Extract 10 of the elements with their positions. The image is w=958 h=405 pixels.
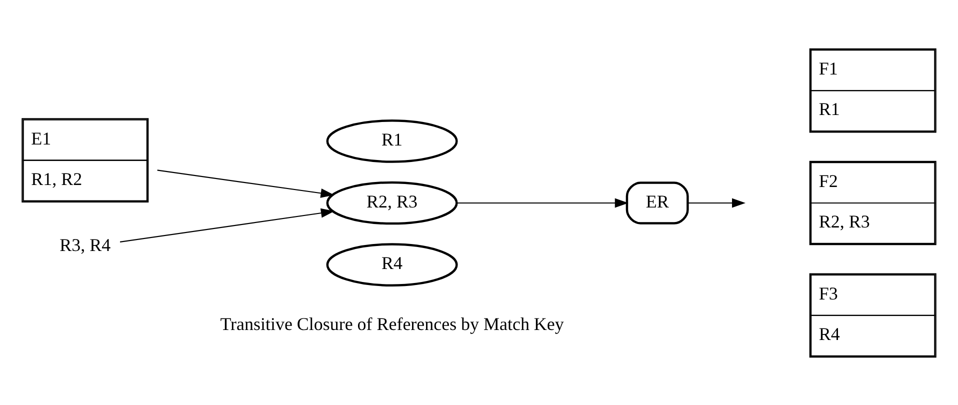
label: Transitive Closure of References by Match Key (220, 313, 564, 334)
node-ellipse: R2, R3 (326, 180, 458, 224)
arrow (157, 169, 334, 198)
arrow (456, 198, 628, 208)
node-text: R3, R4 (60, 234, 111, 255)
node-ellipse: R4 (326, 242, 458, 286)
arrow (120, 208, 334, 242)
arrow (688, 198, 746, 208)
node-ellipse: R1 (326, 119, 458, 162)
node-box: ER (626, 181, 689, 224)
